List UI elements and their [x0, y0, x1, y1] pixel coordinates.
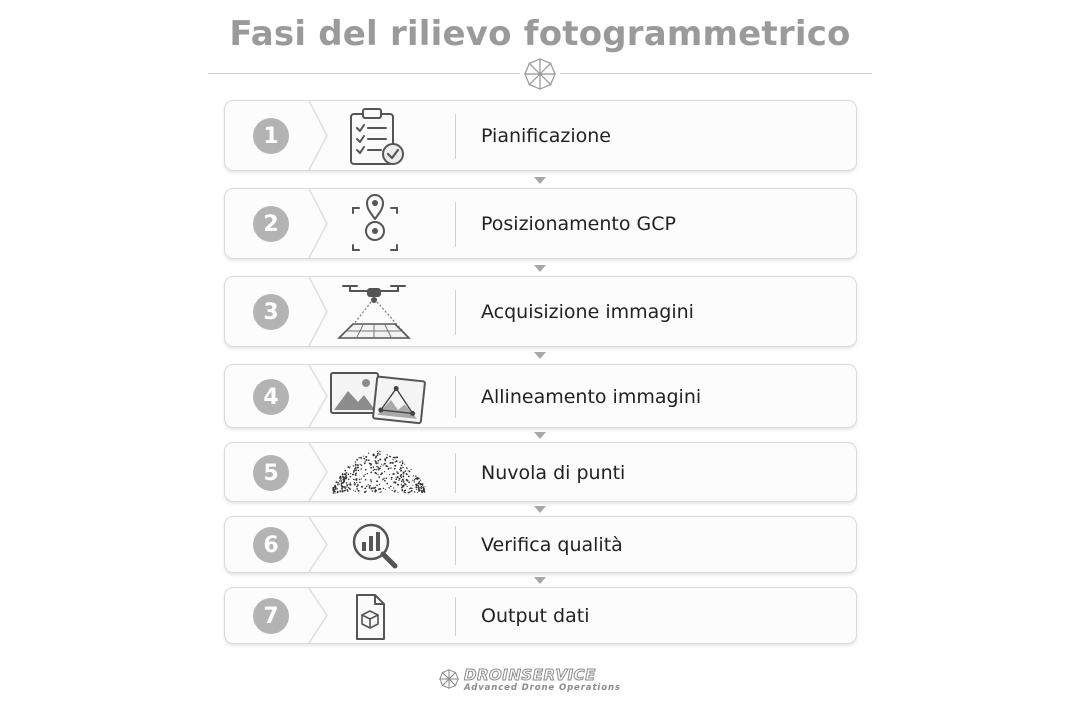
chevron-right-icon: [308, 517, 328, 572]
step-card-4: 4 Allineamento immagini: [224, 364, 857, 428]
step-divider: [455, 114, 456, 159]
image-alignment-icon: [330, 372, 426, 425]
down-arrow-icon: [534, 506, 546, 513]
clipboard-checklist-icon: [350, 108, 404, 165]
step-divider: [455, 202, 456, 247]
chevron-right-icon: [308, 101, 328, 170]
down-arrow-icon: [534, 177, 546, 184]
title-rule-left: [208, 73, 520, 74]
drone-capture-icon: [337, 285, 411, 339]
chevron-right-icon: [308, 365, 328, 427]
step-number-badge: 5: [253, 455, 289, 491]
step-label: Allineamento immagini: [481, 386, 702, 408]
step-divider: [455, 453, 456, 493]
chevron-right-icon: [308, 189, 328, 258]
step-card-7: 7 Output dati: [224, 587, 857, 644]
step-label: Output dati: [481, 605, 590, 627]
step-divider: [455, 597, 456, 636]
step-card-3: 3: [224, 276, 857, 347]
step-divider: [455, 290, 456, 335]
page-title: Fasi del rilievo fotogrammetrico: [229, 14, 851, 54]
down-arrow-icon: [534, 265, 546, 272]
point-cloud-icon: [332, 450, 426, 494]
step-card-1: 1 Pianificazione: [224, 100, 857, 171]
down-arrow-icon: [534, 577, 546, 584]
brand-logo-icon: [439, 669, 459, 689]
step-card-5: 5 Nuvola di punti: [224, 442, 857, 502]
brand-footer: DROINSERVICE Advanced Drone Operations: [438, 666, 648, 694]
step-label: Nuvola di punti: [481, 462, 626, 484]
chevron-right-icon: [308, 443, 328, 501]
title-rule-right: [560, 73, 872, 74]
step-number-badge: 7: [253, 598, 289, 634]
chevron-right-icon: [308, 588, 328, 643]
step-number-badge: 2: [253, 206, 289, 242]
quality-check-magnifier-icon: [352, 523, 398, 569]
step-label: Verifica qualità: [481, 534, 623, 556]
chevron-right-icon: [308, 277, 328, 346]
step-label: Pianificazione: [481, 125, 611, 147]
step-number-badge: 1: [253, 118, 289, 154]
step-card-6: 6 Verifica qualità: [224, 516, 857, 573]
step-number-badge: 3: [253, 294, 289, 330]
down-arrow-icon: [534, 432, 546, 439]
output-file-cube-icon: [356, 594, 385, 640]
down-arrow-icon: [534, 352, 546, 359]
brand-emblem-icon: [524, 58, 556, 90]
step-label: Posizionamento GCP: [481, 213, 676, 235]
step-number-badge: 6: [253, 527, 289, 563]
brand-tagline: Advanced Drone Operations: [464, 683, 621, 693]
step-divider: [455, 376, 456, 418]
gcp-target-pin-icon: [352, 194, 398, 251]
step-divider: [455, 526, 456, 565]
step-number-badge: 4: [253, 379, 289, 415]
brand-name: DROINSERVICE: [464, 666, 596, 685]
step-card-2: 2 Posizionamento GCP: [224, 188, 857, 259]
step-label: Acquisizione immagini: [481, 301, 694, 323]
